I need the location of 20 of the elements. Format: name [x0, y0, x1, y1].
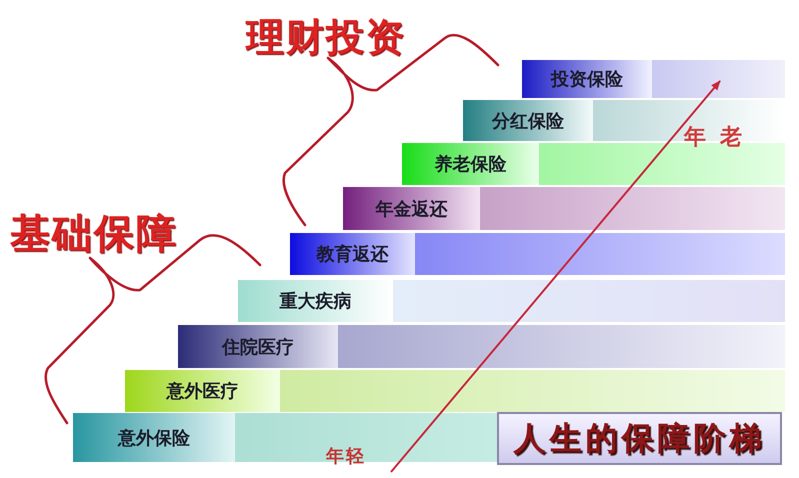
step-label: 投资保险	[522, 60, 652, 98]
title-banner: 人生的保障阶梯	[497, 412, 782, 465]
step-label: 住院医疗	[178, 325, 338, 368]
step-bar	[343, 187, 785, 230]
step-label: 重大疾病	[238, 280, 393, 322]
step-bar	[178, 325, 785, 368]
step-label: 意外医疗	[125, 370, 280, 412]
step-label: 教育返还	[290, 233, 415, 275]
group-label: 理财投资	[246, 14, 406, 61]
step-bar	[290, 233, 785, 275]
step-bar	[238, 280, 785, 322]
step-bar	[125, 370, 785, 412]
group-label: 基础保障	[10, 210, 178, 259]
step-label: 年金返还	[343, 187, 480, 230]
step-label: 养老保险	[402, 143, 539, 185]
age-label: 年老	[684, 124, 756, 152]
age-label: 年轻	[326, 445, 366, 468]
step-bar	[522, 60, 785, 98]
step-label: 意外保险	[73, 413, 235, 462]
step-label: 分红保险	[463, 100, 593, 141]
